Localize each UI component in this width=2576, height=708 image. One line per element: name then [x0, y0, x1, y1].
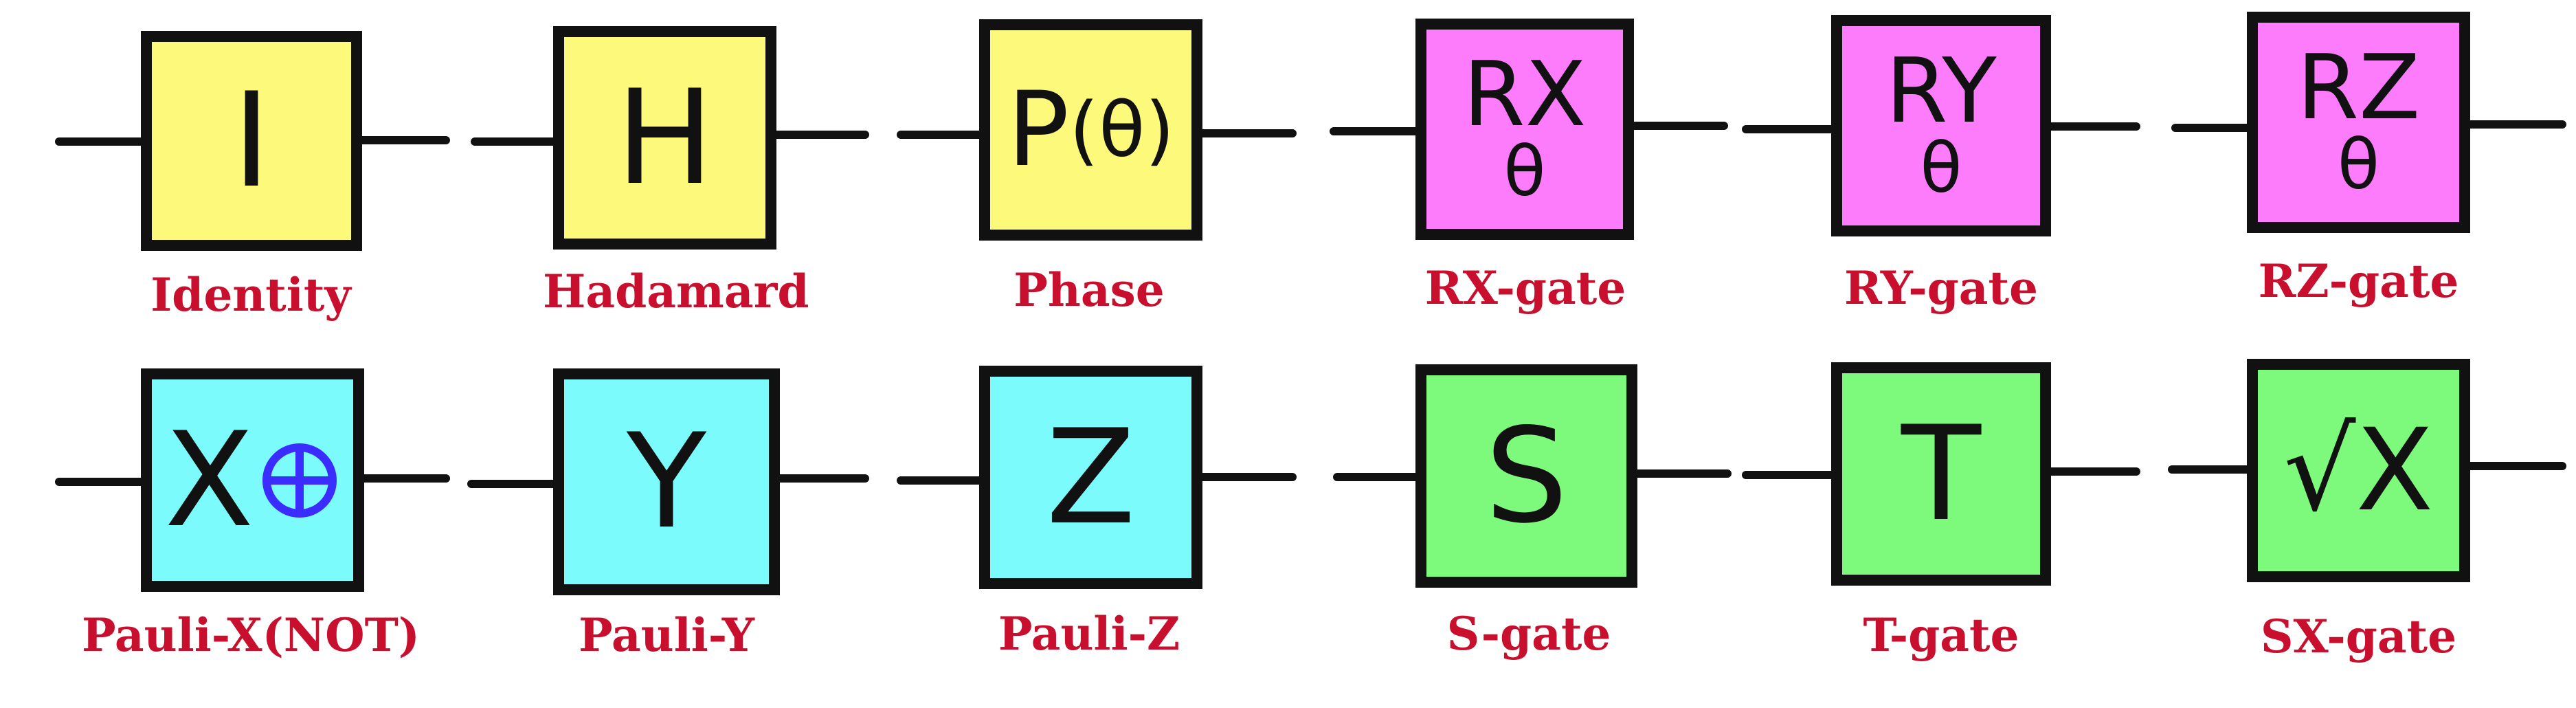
gate-param: θ: [2337, 124, 2380, 205]
wire-in: [1742, 471, 1835, 479]
gate-box-sx: √X: [2247, 359, 2470, 582]
wire-in: [1330, 127, 1419, 135]
gate-t: T T-gate: [1735, 361, 2164, 705]
gate-label: Identity: [150, 268, 351, 322]
gate-symbol: H: [616, 61, 714, 214]
gate-symbol: Z: [1046, 401, 1136, 553]
gate-label: T-gate: [1863, 608, 2019, 662]
gate-symbol: X: [164, 403, 254, 556]
wire-out: [773, 474, 869, 483]
gate-symbol: T: [1901, 397, 1982, 550]
wire-out: [354, 474, 450, 483]
gate-param: θ: [1503, 131, 1546, 212]
gate-label: RY-gate: [1844, 261, 2039, 315]
gate-rz: RZ θ RZ-gate: [2151, 10, 2576, 354]
wire-in: [1333, 473, 1419, 481]
gate-sx: √X SX-gate: [2147, 359, 2576, 703]
wire-in: [2171, 124, 2254, 132]
gate-pauli-y: Y Pauli-Y: [467, 364, 896, 708]
gate-rx: RX θ RX-gate: [1323, 17, 1751, 361]
gate-symbol-letter: P: [1007, 70, 1070, 190]
wire-out: [1625, 122, 1728, 130]
gate-param: θ: [1920, 127, 1962, 208]
gate-symbol: RX: [1463, 42, 1587, 147]
gate-param: θ: [1099, 86, 1145, 174]
gate-label: Phase: [1013, 263, 1165, 317]
gate-box-pauli-z: Z: [979, 366, 1202, 589]
gate-label: SX-gate: [2260, 610, 2457, 663]
gate-symbol-group: X: [164, 403, 341, 556]
gate-ry: RY θ RY-gate: [1735, 14, 2164, 357]
gate-label: RZ-gate: [2258, 254, 2459, 308]
gate-symbol: RZ: [2296, 35, 2421, 140]
gate-label: RX-gate: [1424, 261, 1626, 315]
gate-pauli-x: X Pauli-X(NOT): [52, 364, 480, 708]
gate-label: Pauli-X(NOT): [82, 608, 420, 662]
gate-param-open: (: [1069, 86, 1099, 174]
gate-box-phase: P(θ): [979, 19, 1202, 241]
gate-s: S S-gate: [1323, 363, 1751, 707]
wire-in: [467, 480, 560, 488]
gate-box-t: T: [1831, 362, 2051, 586]
wire-out: [2463, 462, 2566, 470]
gate-box-s: S: [1415, 364, 1637, 588]
gate-identity: I Identity: [52, 21, 480, 364]
wire-out: [1194, 129, 1297, 137]
gate-symbol: Y: [626, 406, 707, 557]
gate-symbol: S: [1485, 399, 1568, 552]
gate-phase: P(θ) Phase: [897, 19, 1325, 363]
gate-box-hadamard: H: [553, 26, 776, 250]
gate-symbol: √X: [2283, 404, 2434, 536]
oplus-icon: [258, 439, 341, 522]
gate-hadamard: H Hadamard: [467, 21, 896, 364]
gate-label: Hadamard: [543, 265, 809, 318]
wire-in: [55, 478, 148, 486]
wire-out: [1628, 469, 1732, 478]
wire-out: [1194, 473, 1297, 481]
gate-symbol: RY: [1885, 38, 1997, 144]
wire-in: [897, 476, 986, 485]
wire-in: [2168, 465, 2254, 474]
gate-label: Pauli-Y: [578, 608, 754, 662]
wire-out: [2044, 467, 2140, 476]
gate-param-close: ): [1145, 86, 1175, 174]
wire-in: [55, 137, 144, 146]
gate-box-ry: RY θ: [1831, 15, 2051, 236]
gate-box-pauli-x: X: [141, 368, 364, 592]
wire-out: [354, 136, 450, 144]
gate-label: S-gate: [1446, 607, 1611, 661]
wire-in: [897, 131, 986, 139]
wire-out: [770, 131, 869, 139]
wire-in: [1742, 125, 1835, 133]
wire-in: [471, 137, 560, 146]
gate-symbol: I: [232, 65, 271, 217]
gate-pauli-z: Z Pauli-Z: [897, 363, 1325, 707]
gate-label: Pauli-Z: [998, 607, 1180, 661]
gate-box-rx: RX θ: [1415, 19, 1634, 240]
gate-symbol: P(θ): [1007, 78, 1175, 181]
gate-box-pauli-y: Y: [553, 368, 780, 595]
wire-out: [2044, 122, 2140, 131]
gate-box-identity: I: [141, 31, 362, 251]
wire-out: [2467, 120, 2566, 129]
gate-box-rz: RZ θ: [2247, 12, 2470, 233]
